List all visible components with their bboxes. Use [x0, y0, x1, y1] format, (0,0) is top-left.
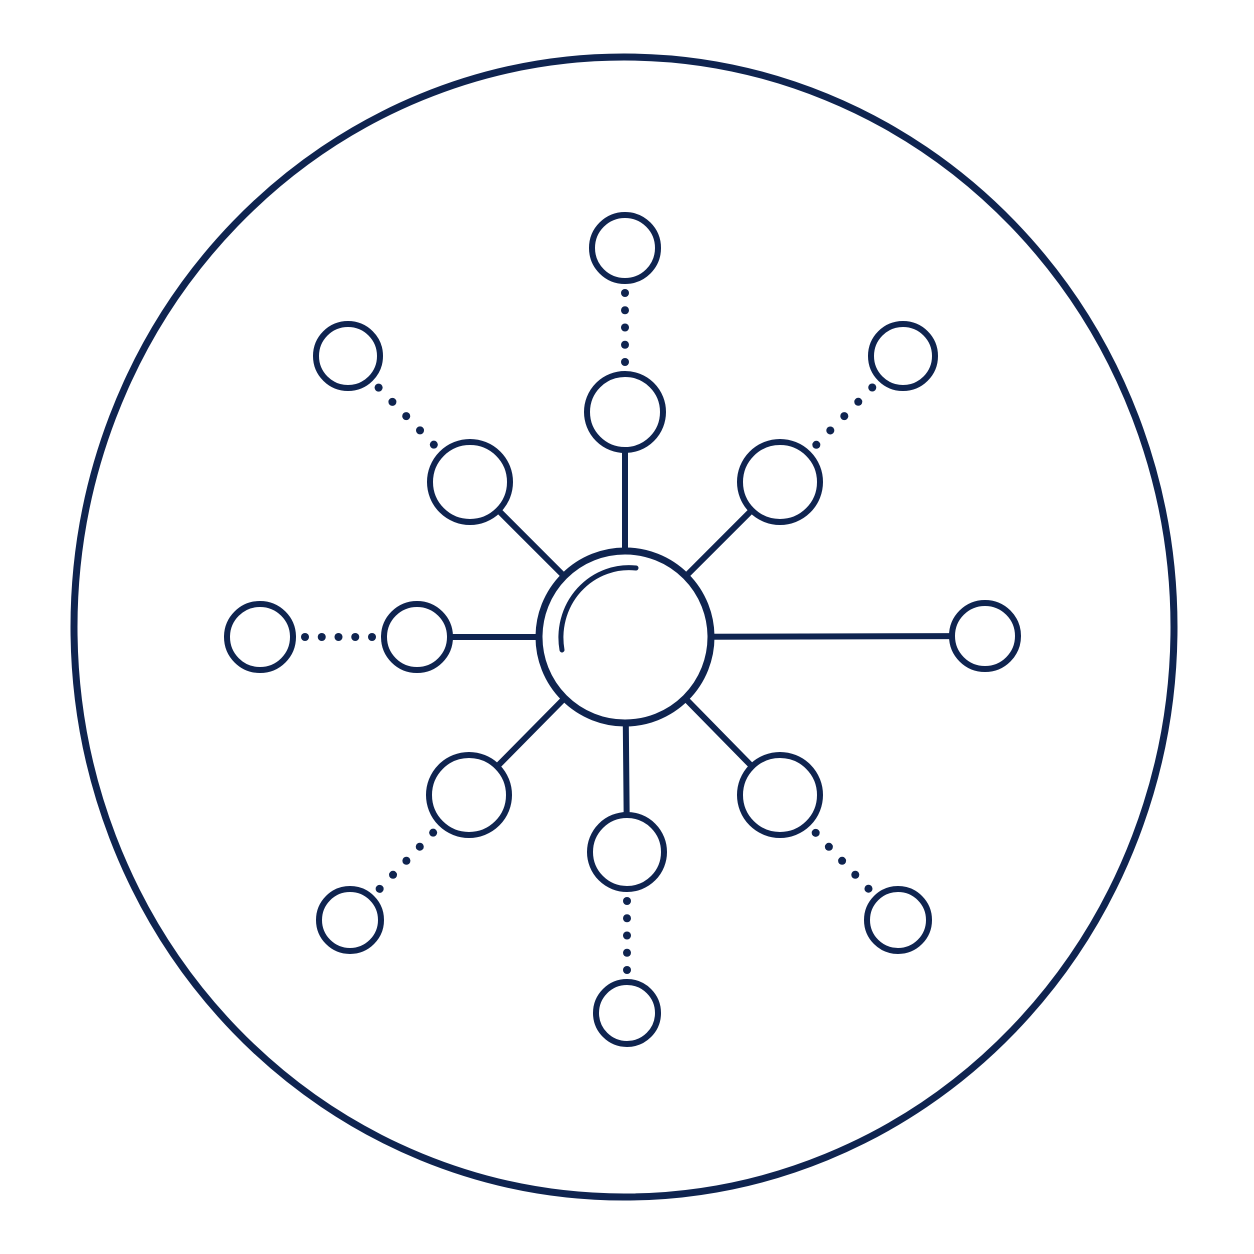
link-dot-west	[368, 633, 376, 641]
link-solid-south	[622, 719, 630, 819]
link-dot-north-east	[840, 412, 849, 421]
link-dot-north-west	[374, 383, 383, 392]
inner-node-west	[381, 601, 453, 673]
link-dot-south-east	[838, 856, 847, 865]
link-dot-south-east	[851, 870, 860, 879]
link-dot-north	[621, 340, 629, 349]
link-dot-north	[621, 358, 629, 366]
inner-node-south	[587, 812, 667, 892]
outer-node-south	[593, 979, 661, 1047]
frame-layer	[70, 53, 1178, 1201]
link-dot-south	[623, 948, 631, 957]
hub-node	[535, 547, 715, 727]
link-dot-west	[301, 633, 309, 641]
link-dot-north	[621, 323, 629, 332]
outer-node-north-west	[313, 321, 383, 391]
link-dot-west	[317, 633, 326, 641]
link-dot-north	[621, 289, 629, 297]
link-dot-south-east	[824, 842, 833, 851]
outer-node-north-east	[868, 321, 938, 391]
inner-node-north-east	[737, 439, 823, 525]
outer-node-south-east	[864, 886, 932, 954]
link-solid-north-east	[682, 507, 755, 580]
inner-node-south-east	[737, 752, 823, 838]
outer-node-north	[589, 212, 661, 284]
link-dot-south	[623, 914, 631, 923]
link-dot-south-east	[811, 828, 820, 837]
link-dot-south-west	[415, 842, 424, 851]
link-dot-north-west	[388, 397, 397, 406]
link-dot-south	[623, 931, 631, 940]
nodes-layer	[224, 212, 1021, 1047]
link-dot-south-west	[402, 856, 411, 865]
link-dot-west	[351, 633, 360, 641]
inner-node-south-west	[426, 752, 512, 838]
links-layer	[301, 289, 956, 974]
link-dot-south	[623, 966, 631, 974]
link-dot-south-west	[429, 828, 438, 837]
link-dot-south-west	[375, 884, 384, 893]
outer-node-east	[949, 600, 1021, 672]
hub-highlight-arc	[558, 565, 639, 653]
link-dot-west	[334, 633, 343, 641]
outer-frame-circle	[70, 53, 1178, 1201]
link-dot-north-west	[416, 426, 425, 435]
link-dot-north-east	[854, 397, 863, 406]
link-dot-south-east	[864, 884, 873, 893]
outer-node-south-west	[316, 886, 384, 954]
link-dot-north-west	[429, 440, 438, 449]
outer-node-west	[224, 601, 296, 673]
link-solid-south-east	[682, 695, 755, 770]
link-solid-north-west	[495, 507, 568, 580]
inner-node-north	[584, 371, 666, 453]
link-dot-north-west	[402, 412, 411, 421]
link-dot-north	[621, 306, 629, 315]
link-dot-north-east	[812, 440, 821, 449]
link-dot-north-east	[826, 426, 835, 435]
link-dot-south-west	[389, 870, 398, 879]
link-dot-north-east	[868, 383, 877, 392]
inner-node-north-west	[427, 439, 513, 525]
link-solid-east	[707, 633, 956, 640]
link-dot-south	[623, 897, 631, 905]
link-solid-south-west	[494, 695, 568, 770]
